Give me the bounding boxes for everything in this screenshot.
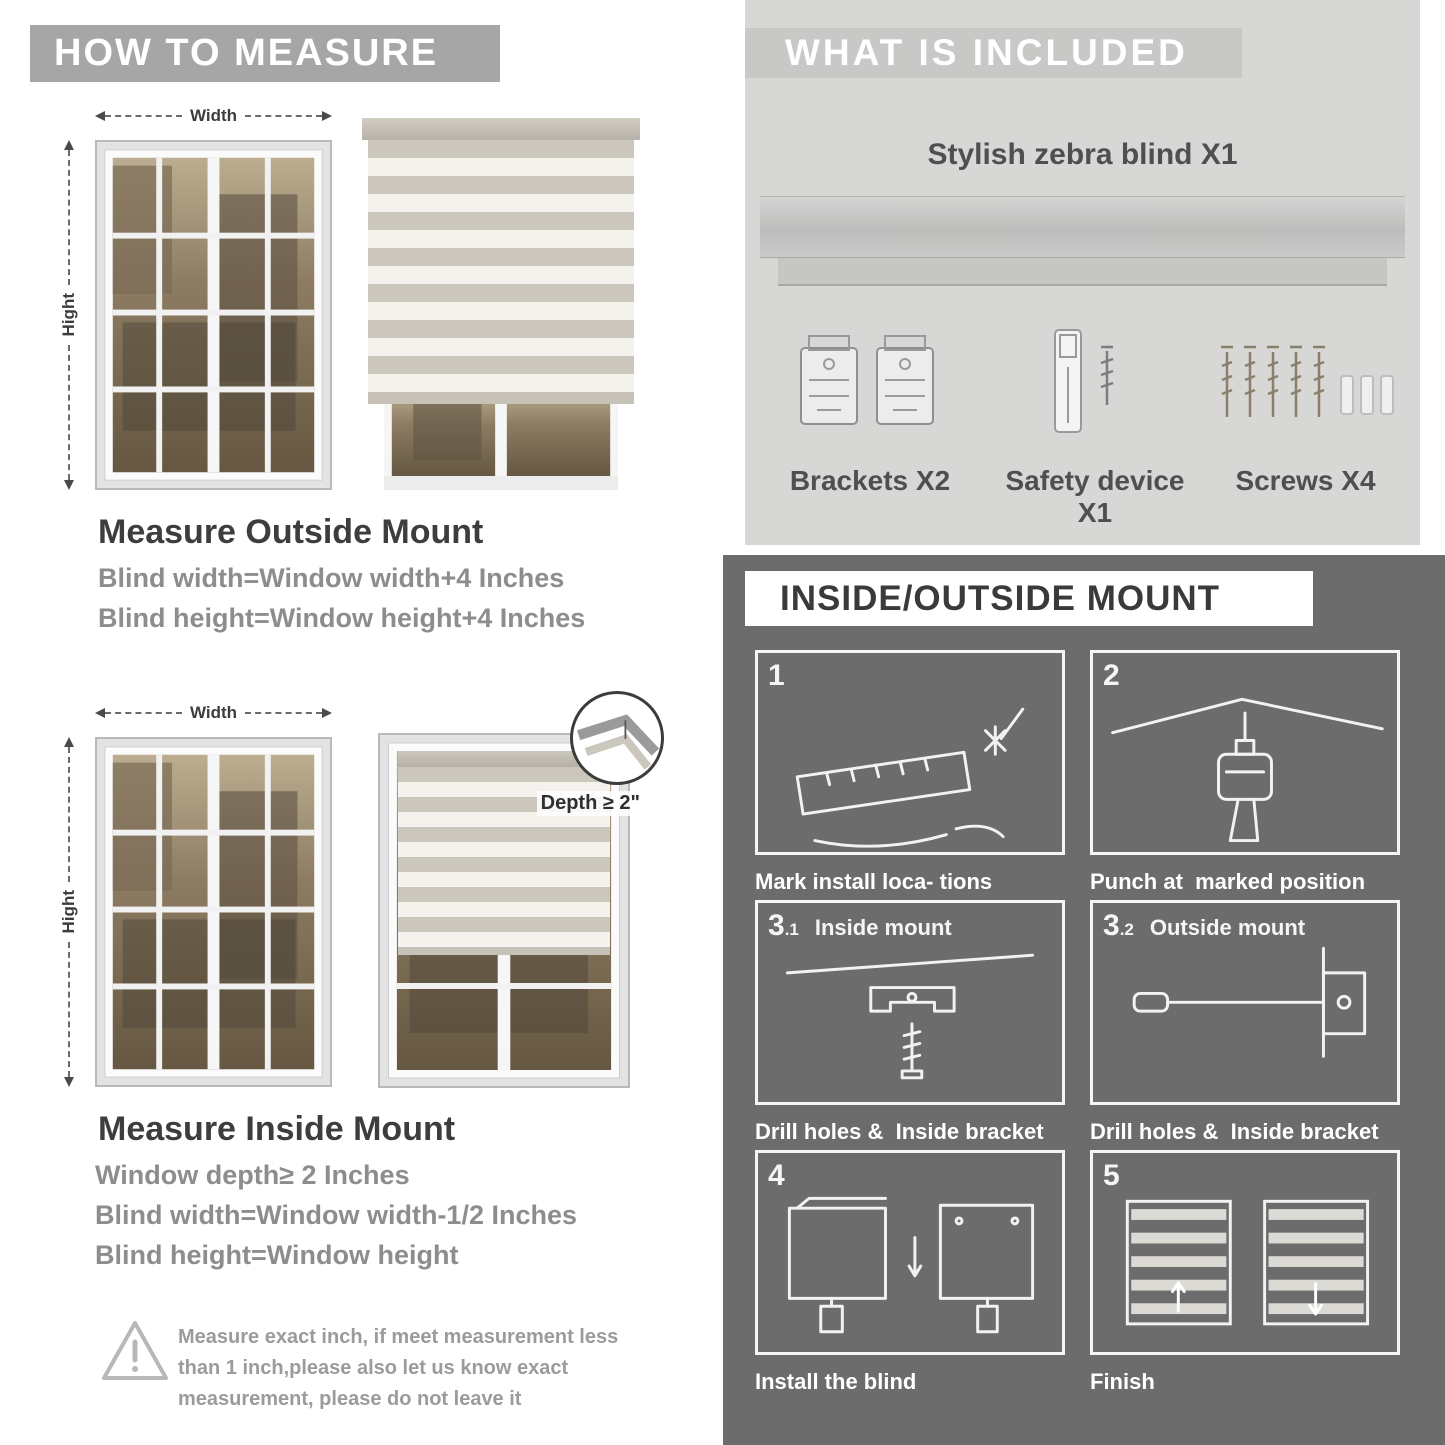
- frame-corner-detail: [577, 714, 660, 770]
- step-panel-3-2: 3 .2 Outside mount: [1090, 900, 1400, 1105]
- step-caption-2: Punch at marked position: [1090, 869, 1366, 894]
- blind-fabric: [368, 140, 634, 392]
- screws-label: Screws X4: [1235, 465, 1376, 496]
- inside-formula-height: Blind height=Window height: [95, 1240, 459, 1270]
- depth-zoom-circle: [570, 691, 664, 785]
- what-is-included-header: WHAT IS INCLUDED: [745, 28, 1242, 78]
- arrow-left-icon: [95, 708, 105, 718]
- height-arrow-inside: Hight: [56, 737, 82, 1087]
- blind-bottomrail: [398, 947, 610, 955]
- blind-bottomrail: [368, 392, 634, 404]
- arrow-right-icon: [322, 708, 332, 718]
- how-to-measure-header: HOW TO MEASURE: [30, 25, 500, 82]
- safety-device-label: Safety device X1: [1005, 465, 1185, 528]
- step-number: 5: [1103, 1159, 1120, 1192]
- window-bottom-graphic: [384, 390, 618, 490]
- inside-mount-title: Measure Inside Mount: [98, 1110, 456, 1148]
- width-arrow-outside: Width: [95, 104, 332, 128]
- warning-triangle-icon: [102, 1321, 168, 1380]
- inside-formula-depth: Window depth≥ 2 Inches: [95, 1160, 410, 1190]
- finish-blinds-art: [1125, 1199, 1370, 1326]
- step-caption-5: Finish: [1090, 1369, 1155, 1394]
- step-panel-4: 4: [755, 1150, 1065, 1355]
- height-label: Hight: [59, 293, 78, 337]
- window-illustration-inside: [95, 737, 332, 1087]
- arrow-left-icon: [95, 111, 105, 121]
- what-is-included-section: WHAT IS INCLUDED Stylish zebra blind X1: [745, 0, 1420, 545]
- arrow-up-icon: [64, 140, 74, 150]
- product-label: Stylish zebra blind X1: [927, 138, 1238, 171]
- how-to-measure-section: HOW TO MEASURE Width Hight: [30, 25, 664, 1410]
- step-panel-2: 2: [1090, 650, 1400, 855]
- depth-label: Depth ≥ 2": [536, 791, 644, 816]
- step-number: 3: [1103, 909, 1120, 942]
- blind-headrail: [398, 751, 610, 767]
- zebra-blind-illustration-inside: Depth ≥ 2": [378, 691, 664, 1088]
- window-graphic: [95, 737, 332, 1087]
- width-arrow-inside: Width: [95, 701, 332, 725]
- install-blind-art: [787, 1196, 1035, 1334]
- screws-icon: [1219, 345, 1394, 419]
- window-bottom-part: [384, 390, 618, 490]
- step-number: 3: [768, 909, 785, 942]
- width-label: Width: [189, 703, 238, 722]
- blind-headrail: [362, 118, 640, 140]
- outside-mount-title: Measure Outside Mount: [98, 513, 484, 551]
- outside-formula-width: Blind width=Window width+4 Inches: [98, 563, 565, 593]
- step-caption-4: Install the blind: [755, 1369, 917, 1394]
- measurement-note: Measure exact inch, if meet measurement …: [178, 1326, 619, 1410]
- outside-formula-height: Blind height=Window height+4 Inches: [98, 603, 586, 633]
- height-arrow-outside: Hight: [56, 140, 82, 490]
- blind-headrail-graphic: [760, 196, 1405, 258]
- arrow-down-icon: [64, 480, 74, 490]
- zebra-blind-illustration-outside: [362, 118, 640, 490]
- step-number: 4: [768, 1159, 785, 1192]
- safety-device-icon: [1054, 329, 1114, 433]
- mount-header: INSIDE/OUTSIDE MOUNT: [745, 571, 1313, 626]
- step-panel-1: 1: [755, 650, 1065, 855]
- step-caption-3-1: Drill holes & Inside bracket: [755, 1119, 1044, 1144]
- arrow-up-icon: [64, 737, 74, 747]
- outside-bracket-art: [1132, 946, 1367, 1058]
- step-panel-5: 5: [1090, 1150, 1400, 1355]
- width-label: Width: [189, 106, 238, 125]
- brackets-label: Brackets X2: [789, 465, 951, 496]
- arrow-down-icon: [64, 1077, 74, 1087]
- window-illustration-outside: [95, 140, 332, 490]
- window-graphic: [95, 140, 332, 490]
- drill-art: [1111, 697, 1384, 843]
- mount-instructions-section: INSIDE/OUTSIDE MOUNT 1: [723, 555, 1445, 1445]
- inside-bracket-art: [785, 953, 1035, 1080]
- inside-blind-overlay: [398, 751, 610, 955]
- mark-location-art: [795, 707, 1025, 848]
- step-number: 2: [1103, 659, 1120, 692]
- step-number: 1: [768, 659, 785, 692]
- step-caption-3-2: Drill holes & Inside bracket: [1090, 1119, 1379, 1144]
- inside-formula-width: Blind width=Window width-1/2 Inches: [95, 1200, 578, 1230]
- blind-headrail-lip-graphic: [778, 258, 1387, 286]
- step-caption-1: Mark install loca- tions: [755, 869, 993, 894]
- step-panel-3-1: 3 .1 Inside mount: [755, 900, 1065, 1105]
- height-label: Hight: [59, 890, 78, 934]
- brackets-icon: [800, 335, 934, 425]
- right-section: WHAT IS INCLUDED Stylish zebra blind X1: [723, 0, 1445, 1445]
- arrow-right-icon: [322, 111, 332, 121]
